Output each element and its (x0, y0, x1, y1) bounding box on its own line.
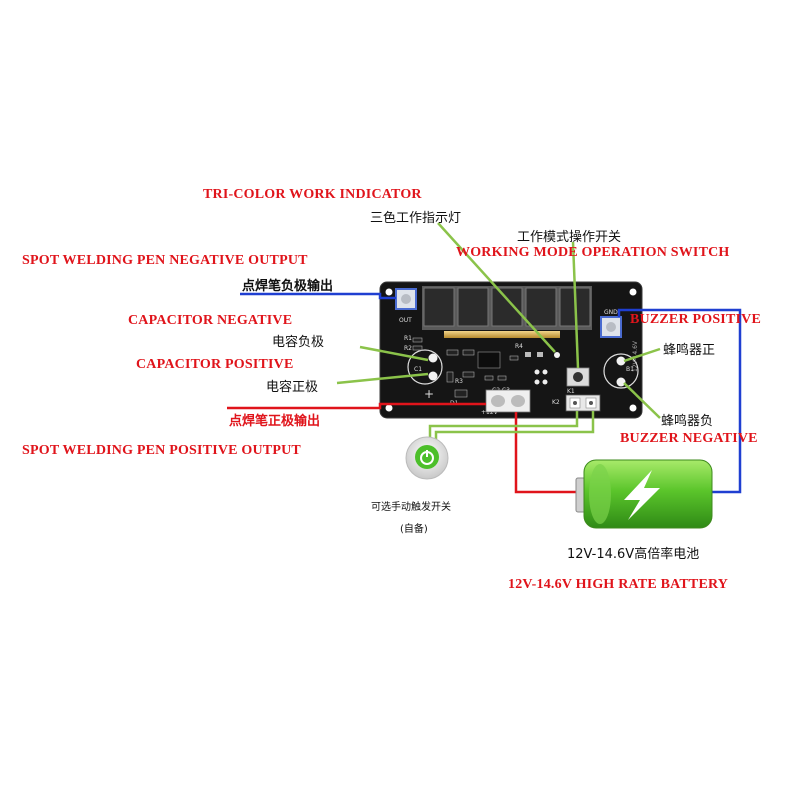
cap-negative-label-cn: 电容负极 (272, 335, 325, 350)
buzzer-positive-label-cn: 蜂鸣器正 (663, 343, 716, 358)
smd-components (412, 337, 543, 398)
battery-icon (575, 459, 713, 529)
c1-footprint (407, 349, 443, 385)
pen-positive-label-en: SPOT WELDING PEN POSITIVE OUTPUT (22, 443, 301, 458)
optional-trigger-label: 可选手动触发开关 (371, 502, 451, 513)
r3-label: R3 (455, 378, 463, 385)
cap-negative-label-en: CAPACITOR NEGATIVE (128, 313, 293, 328)
optional-trigger-button[interactable] (405, 436, 449, 480)
battery-label-cn: 12V-14.6V高倍率电池 (567, 547, 700, 562)
k2-label: K2 (552, 399, 560, 406)
tri-color-led (554, 352, 560, 358)
tri-color-label-en: TRI-COLOR WORK INDICATOR (203, 187, 422, 202)
wire-battery-positive (514, 412, 584, 494)
gold-bus-bar (444, 331, 560, 338)
tri-color-label-cn: 三色工作指示灯 (370, 211, 462, 226)
r4-label: R4 (515, 343, 523, 350)
pointer-buzzer-negative (623, 382, 661, 419)
mosfet-array (422, 286, 592, 330)
gnd-pad-label: GND (604, 309, 618, 316)
wire-trigger-1 (428, 411, 579, 440)
b1-footprint (603, 353, 639, 389)
wire-pen-negative (240, 292, 396, 300)
mounting-hole (629, 288, 637, 296)
plus-mark: + (424, 387, 434, 401)
out-pad-label: OUT (399, 317, 412, 324)
mounting-hole (629, 404, 637, 412)
pen-positive-label-cn: 点焊笔正极输出 (229, 414, 321, 429)
pointer-lines (336, 222, 661, 419)
mode-switch-label-en: WORKING MODE OPERATION SWITCH (456, 245, 730, 260)
buzzer-negative-label-en: BUZZER NEGATIVE (620, 431, 758, 446)
status-dots (534, 369, 548, 385)
wire-pen-positive (227, 402, 486, 410)
optional-trigger-note: (自备) (400, 524, 428, 535)
pointer-cap-negative (359, 345, 429, 362)
mode-switch-label-cn: 工作模式操作开关 (517, 230, 622, 245)
c1-label: C1 (414, 366, 422, 373)
buzzer-negative-label-cn: 蜂鸣器负 (661, 414, 714, 429)
wire-battery-negative (617, 308, 742, 494)
pointer-tri-color (437, 222, 556, 353)
battery-label-en: 12V-14.6V HIGH RATE BATTERY (508, 577, 729, 592)
buzzer-positive-label-en: BUZZER POSITIVE (630, 312, 761, 327)
cap-positive-label-en: CAPACITOR POSITIVE (136, 357, 294, 372)
r1-label: R1 (404, 335, 412, 342)
r2-label: R2 (404, 345, 412, 352)
wire-trigger-2 (434, 411, 595, 440)
v12-label: +12V (481, 409, 499, 416)
pointer-mode-switch (571, 241, 580, 369)
mounting-hole (385, 288, 393, 296)
pointer-buzzer-positive (623, 347, 661, 363)
pen-negative-label-en: SPOT WELDING PEN NEGATIVE OUTPUT (22, 253, 308, 268)
k1-label: K1 (567, 388, 575, 395)
b1-label: B1 (626, 366, 634, 373)
pen-negative-label-cn: 点焊笔负极输出 (242, 279, 334, 294)
mounting-hole (385, 404, 393, 412)
pointer-cap-positive (336, 372, 429, 385)
cap-positive-label-cn: 电容正极 (266, 380, 319, 395)
